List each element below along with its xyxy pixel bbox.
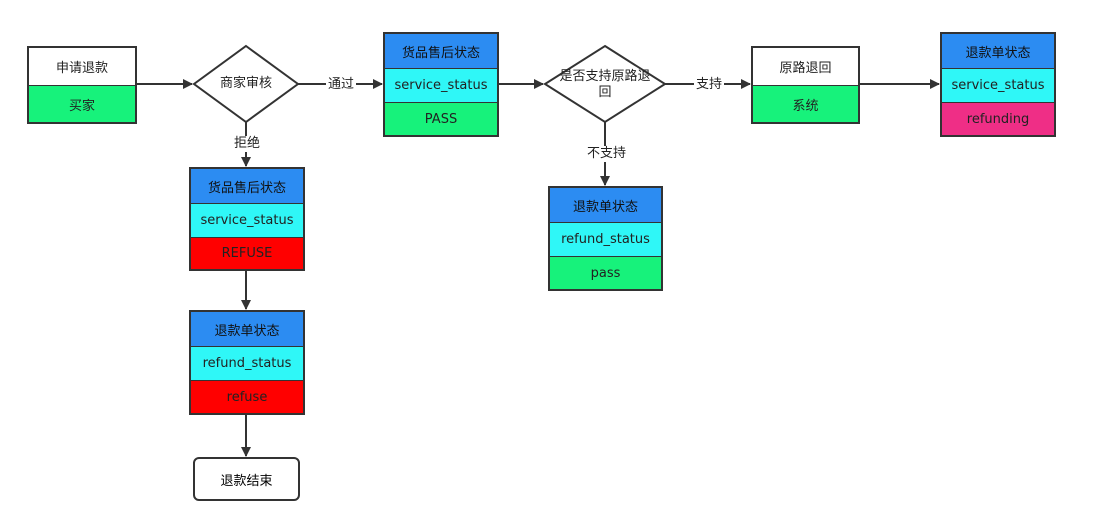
original-return-title: 原路退回	[753, 48, 858, 86]
refund-status-pass-node: 退款单状态 refund_status pass	[548, 186, 663, 291]
refund-refunding-title: 退款单状态	[942, 34, 1054, 69]
refund-refunding-value: refunding	[942, 103, 1054, 135]
goods-status-pass-field: service_status	[385, 69, 497, 103]
original-return-actor: 系统	[753, 86, 858, 122]
refund-pass-title: 退款单状态	[550, 188, 661, 223]
refund-refunding-field: service_status	[942, 69, 1054, 103]
goods-refuse-value: REFUSE	[191, 238, 303, 269]
edge-label-not-support: 不支持	[585, 146, 629, 162]
refund-refuse-value: refuse	[191, 381, 303, 413]
goods-status-pass-value: PASS	[385, 103, 497, 135]
original-return-node: 原路退回 系统	[751, 46, 860, 124]
refund-end-node: 退款结束	[193, 457, 300, 501]
goods-status-refuse-node: 货品售后状态 service_status REFUSE	[189, 167, 305, 271]
apply-refund-actor: 买家	[29, 86, 135, 122]
refund-pass-field: refund_status	[550, 223, 661, 257]
edge-label-pass: 通过	[326, 77, 357, 93]
goods-refuse-field: service_status	[191, 204, 303, 238]
apply-refund-node: 申请退款 买家	[27, 46, 137, 124]
goods-status-pass-node: 货品售后状态 service_status PASS	[383, 32, 499, 137]
support-check-label: 是否支持原路退回	[559, 69, 651, 100]
refund-pass-value: pass	[550, 257, 661, 289]
refund-status-refuse-node: 退款单状态 refund_status refuse	[189, 310, 305, 415]
refund-refuse-title: 退款单状态	[191, 312, 303, 347]
goods-status-pass-title: 货品售后状态	[385, 34, 497, 69]
apply-refund-title: 申请退款	[29, 48, 135, 86]
goods-refuse-title: 货品售后状态	[191, 169, 303, 204]
merchant-review-label: 商家审核	[219, 76, 272, 91]
refund-refuse-field: refund_status	[191, 347, 303, 381]
refund-status-refunding-node: 退款单状态 service_status refunding	[940, 32, 1056, 137]
edge-label-support: 支持	[694, 77, 725, 93]
edge-label-reject: 拒绝	[232, 136, 263, 152]
